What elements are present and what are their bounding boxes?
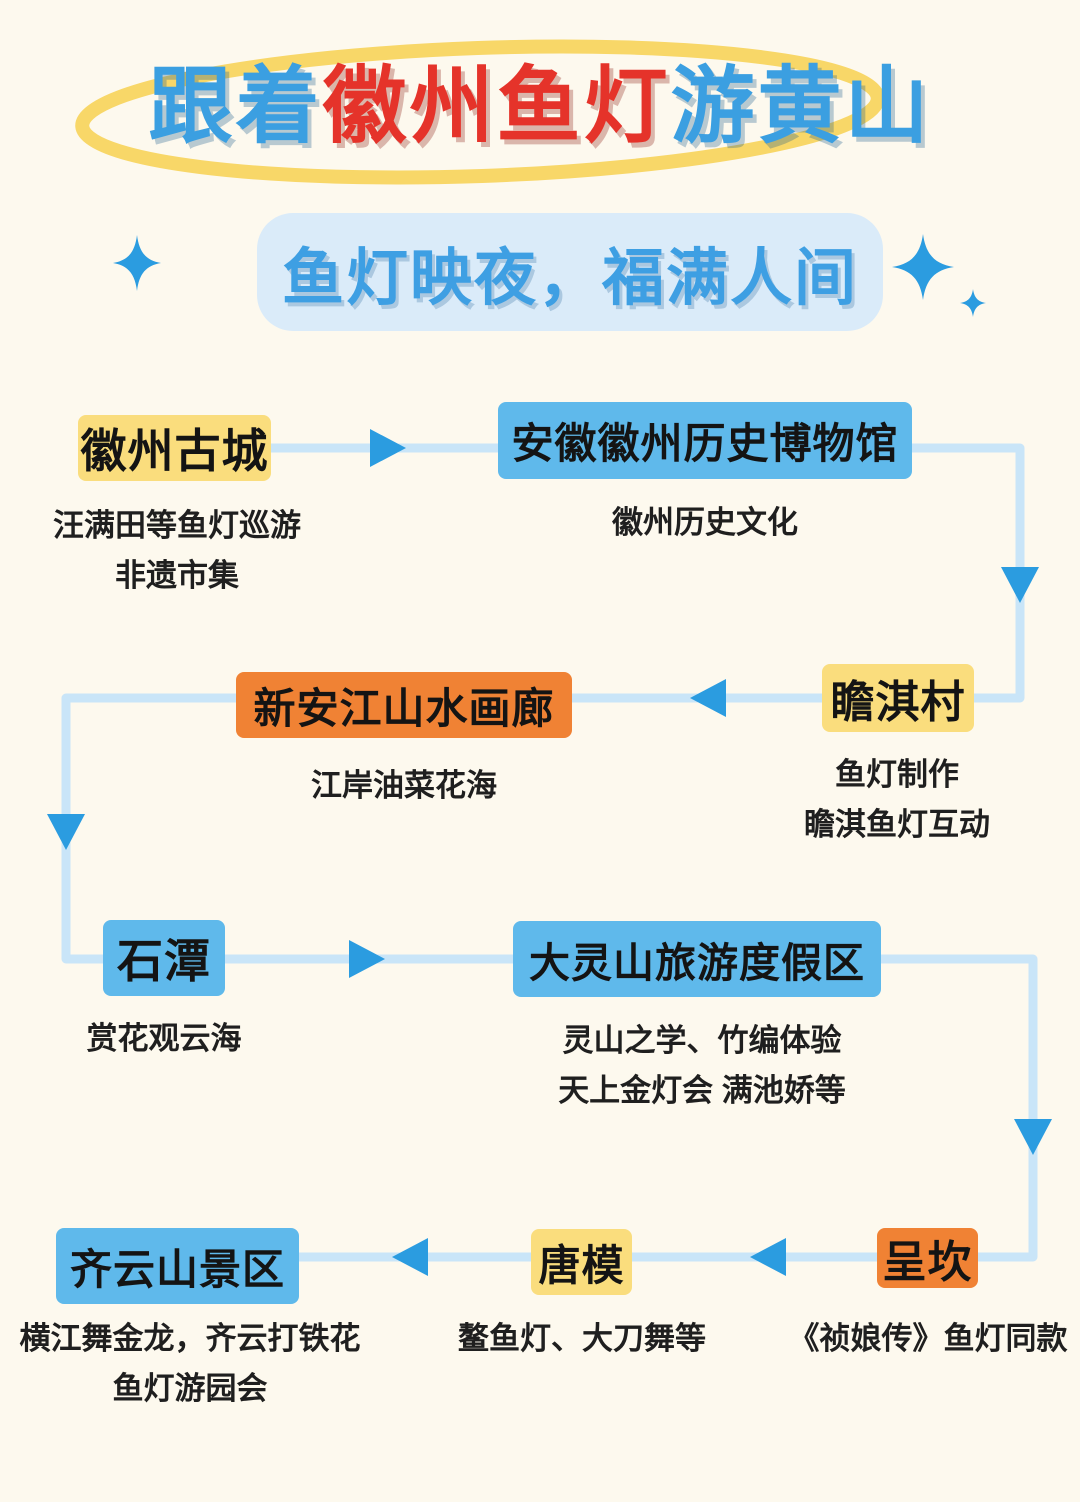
sparkle-icon xyxy=(892,234,954,300)
arrow-down-icon xyxy=(47,814,85,850)
note-line: 横江舞金龙，齐云打铁花 xyxy=(19,1321,361,1356)
title-highlight-ellipse xyxy=(75,39,885,185)
note-line: 鳌鱼灯、大刀舞等 xyxy=(458,1321,706,1356)
arrow-right-icon xyxy=(370,429,406,467)
node-tangmo: 唐模 xyxy=(531,1229,632,1295)
note-line: 江岸油菜花海 xyxy=(311,768,497,803)
node-chengkan: 呈坎 xyxy=(877,1228,978,1288)
note-line: 鱼灯游园会 xyxy=(112,1370,268,1406)
note-line: 非遗市集 xyxy=(115,557,239,593)
note-line: 赏花观云海 xyxy=(86,1021,242,1056)
note-line: 汪满田等鱼灯巡游 xyxy=(53,508,301,543)
note-line: 灵山之学、竹编体验 xyxy=(562,1023,842,1058)
node-qiyunshan-area: 齐云山景区 xyxy=(56,1228,299,1304)
node-xinanjiang-gallery: 新安江山水画廊 xyxy=(236,672,572,738)
note-dalingshan-resort: 灵山之学、竹编体验 天上金灯会 满池娇等 xyxy=(558,1016,846,1115)
title-suffix: 游黄山 xyxy=(670,59,932,153)
title-prefix: 跟着 xyxy=(148,59,323,153)
arrow-down-icon xyxy=(1014,1119,1052,1155)
connector-dalingshan-chengkan xyxy=(881,954,1038,1262)
note-line: 鱼灯制作 xyxy=(835,757,959,792)
note-chengkan: 《祯娘传》鱼灯同款 xyxy=(789,1314,1068,1364)
note-tangmo: 鳌鱼灯、大刀舞等 xyxy=(458,1314,706,1364)
connector-museum-zhanqi xyxy=(912,443,1025,703)
note-shitan: 赏花观云海 xyxy=(87,1014,242,1064)
node-zhanqi-village: 瞻淇村 xyxy=(822,664,974,732)
note-qiyunshan-area: 横江舞金龙，齐云打铁花 鱼灯游园会 xyxy=(20,1314,361,1413)
node-huizhou-gucheng: 徽州古城 xyxy=(78,415,271,481)
note-zhanqi-village: 鱼灯制作 瞻淇鱼灯互动 xyxy=(804,750,990,849)
note-line: 瞻淇鱼灯互动 xyxy=(804,806,990,842)
poster-subtitle: 鱼灯映夜，福满人间 xyxy=(257,213,883,331)
sparkle-icon xyxy=(960,289,986,317)
title-highlight: 徽州鱼灯 xyxy=(322,59,671,153)
note-line: 徽州历史文化 xyxy=(612,505,798,540)
arrow-right-icon xyxy=(349,940,385,978)
node-shitan: 石潭 xyxy=(103,920,225,996)
poster-title: 跟着徽州鱼灯游黄山 xyxy=(0,52,1080,161)
note-line: 天上金灯会 满池娇等 xyxy=(558,1072,846,1108)
arrow-left-icon xyxy=(690,679,726,717)
arrow-down-icon xyxy=(1001,567,1039,603)
arrow-left-icon xyxy=(392,1238,428,1276)
note-huizhou-museum: 徽州历史文化 xyxy=(612,498,798,548)
note-huizhou-gucheng: 汪满田等鱼灯巡游 非遗市集 xyxy=(53,501,301,600)
node-dalingshan-resort: 大灵山旅游度假区 xyxy=(513,921,881,997)
arrow-left-icon xyxy=(750,1238,786,1276)
note-xinanjiang-gallery: 江岸油菜花海 xyxy=(311,761,497,811)
sparkle-icon xyxy=(113,235,161,291)
note-line: 《祯娘传》鱼灯同款 xyxy=(788,1321,1068,1356)
node-huizhou-museum: 安徽徽州历史博物馆 xyxy=(498,402,912,479)
